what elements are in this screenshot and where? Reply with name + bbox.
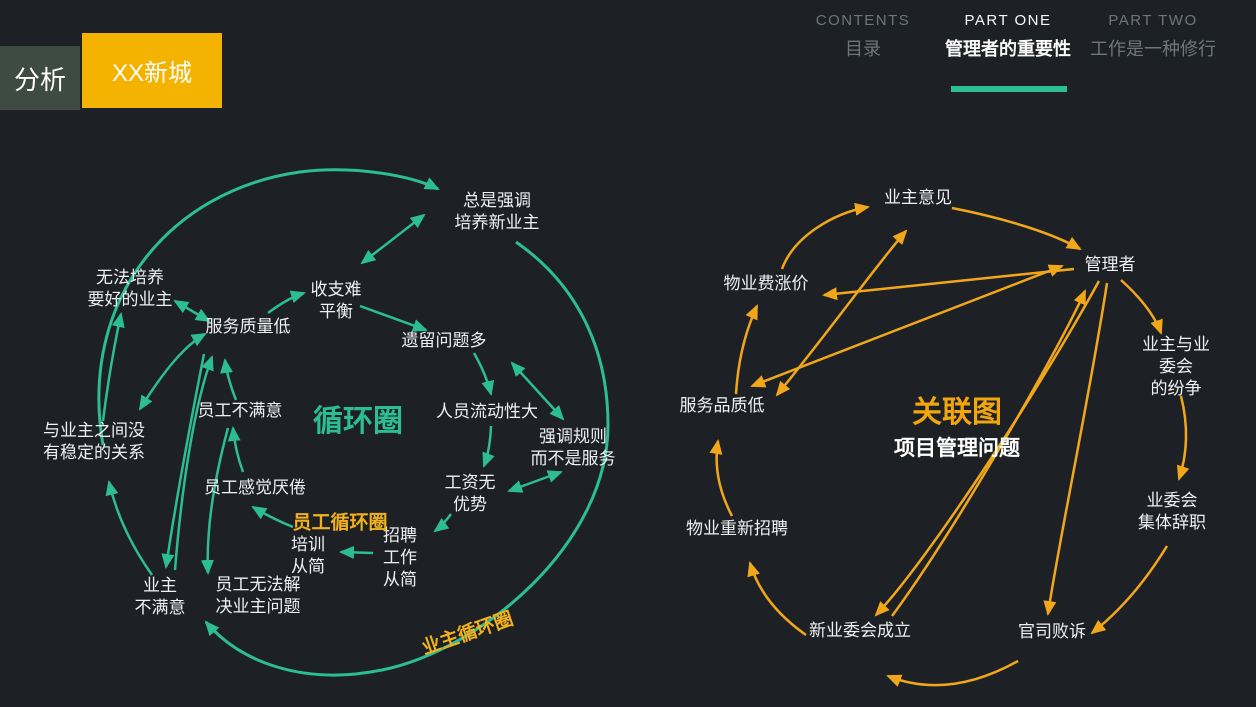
node-low-quality: 服务品质低: [679, 395, 765, 415]
node-owner-opinion: 业主意见: [884, 187, 952, 207]
arrow-balance-to-legacy-issues: [359, 304, 428, 332]
arrow-owner-cycle-top-arc: [97, 168, 440, 446]
node-rehire: 物业重新招聘: [686, 518, 788, 538]
node-cannot-solve: 员工无法解 决业主问题: [215, 574, 301, 616]
active-tab-underline: [951, 86, 1067, 92]
node-simple-training: 培训 从简: [291, 534, 325, 576]
node-always-new-owners: 总是强调 培养新业主: [454, 190, 540, 232]
nav-contents-title: CONTENTS: [815, 12, 911, 29]
arrow-staff-unsatisfied-to-cannot-solve: [200, 427, 230, 575]
arrow-low-quality-to-fee-increase: [734, 304, 759, 395]
arrow-cannot-cultivate-service-quality: [173, 299, 211, 323]
arrow-owner-unsatisfied-to-no-stable-relation: [105, 480, 154, 576]
arrow-new-committee-to-manager: [890, 289, 1087, 617]
project-tag: XX新城: [82, 33, 222, 108]
arrow-service-quality-to-owner-unsatisfied: [161, 353, 206, 569]
arrow-salary-to-recruiting: [433, 513, 453, 533]
node-hard-balance: 收支难 平衡: [310, 279, 362, 321]
arrow-manager-to-fee-increase: [822, 267, 1075, 301]
node-high-turnover: 人员流动性大: [436, 401, 538, 421]
nav-part-two-title: PART TWO: [1108, 12, 1198, 29]
project-tag-label: XX新城: [111, 60, 192, 87]
arrow-dispute-to-committee-resign: [1176, 395, 1190, 481]
node-legacy-issues: 遗留问题多: [401, 330, 487, 350]
arrow-owner-opinion-to-manager: [951, 206, 1082, 251]
node-simple-recruiting: 招聘 工作 从简: [383, 525, 417, 590]
arrow-committee-resign-to-lawsuit-lost: [1090, 545, 1169, 635]
arrow-staff-unsatisfied-to-service-quality: [220, 358, 238, 401]
arrow-manager-to-new-committee: [874, 280, 1101, 617]
nav-part-one-subtitle: 管理者的重要性: [945, 39, 1071, 59]
node-staff-bored: 员工感觉厌倦: [204, 477, 306, 497]
nav-part-two-subtitle: 工作是一种修行: [1090, 39, 1216, 59]
arrow-lawsuit-lost-to-new-committee: [886, 659, 1019, 687]
employee-cycle-label: 员工循环圈: [292, 512, 388, 534]
arrow-legacy-issues-to-turnover: [472, 352, 495, 396]
node-uncompetitive-salary: 工资无 优势: [444, 472, 496, 514]
arrow-legacy-issues-rules: [510, 361, 565, 421]
node-committee-resign: 业委会 集体辞职: [1138, 490, 1206, 532]
nav-part-one-title: PART ONE: [964, 12, 1052, 29]
node-fee-increase: 物业费涨价: [723, 273, 809, 293]
node-owner-committee-dispute: 业主与业委会 的纷争: [1142, 334, 1210, 399]
nav-part-one[interactable]: PART ONE 管理者的重要性: [933, 12, 1083, 61]
arrow-recruiting-to-training: [339, 545, 374, 559]
nav-contents[interactable]: CONTENTS 目录: [788, 12, 938, 61]
arrow-manager-to-dispute: [1120, 279, 1163, 335]
node-staff-unsatisfied: 员工不满意: [197, 400, 283, 420]
arrow-training-to-bored: [251, 505, 294, 529]
right-diagram-subtitle: 项目管理问题: [894, 437, 1020, 460]
node-rules-over-service: 强调规则 而不是服务: [530, 426, 616, 468]
arrow-rehire-to-low-quality: [709, 439, 734, 517]
arrow-owner-unsatisfied-to-service-quality: [173, 355, 214, 571]
node-owner-unsatisfied: 业主 不满意: [134, 575, 186, 617]
node-low-service-quality: 服务质量低: [205, 316, 291, 336]
arrow-no-stable-relation-to-cannot-cultivate: [101, 312, 125, 422]
nav-contents-subtitle: 目录: [845, 39, 881, 59]
arrow-bored-to-staff-unsatisfied: [227, 426, 245, 473]
arrow-no-stable-relation-service-quality: [138, 332, 207, 411]
analysis-tag-label: 分析: [13, 64, 66, 95]
node-lawsuit-lost: 官司败诉: [1018, 621, 1086, 641]
nav-part-two[interactable]: PART TWO 工作是一种修行: [1077, 12, 1229, 61]
left-diagram-title: 循环圈: [313, 405, 403, 438]
arrow-low-quality-owner-opinion: [775, 229, 908, 397]
arrow-manager-to-lawsuit-lost: [1043, 282, 1109, 616]
node-no-stable-relation: 与业主之间没 有稳定的关系: [43, 420, 145, 462]
node-new-committee: 新业委会成立: [809, 620, 911, 640]
analysis-tag: 分析: [0, 46, 80, 110]
arrow-new-committee-to-rehire: [747, 561, 807, 637]
node-cannot-cultivate: 无法培养 要好的业主: [87, 267, 173, 309]
arrow-owner-cycle-bottom-arc: [204, 240, 610, 677]
arrow-fee-increase-to-owner-opinion: [780, 202, 870, 270]
arrow-salary-rules: [507, 470, 563, 493]
node-manager: 管理者: [1084, 254, 1136, 274]
arrow-turnover-to-salary: [482, 425, 495, 468]
right-diagram-title: 关联图: [912, 396, 1002, 429]
arrow-balance-always-new-owners: [360, 213, 426, 265]
arrow-service-quality-to-balance: [267, 290, 306, 315]
